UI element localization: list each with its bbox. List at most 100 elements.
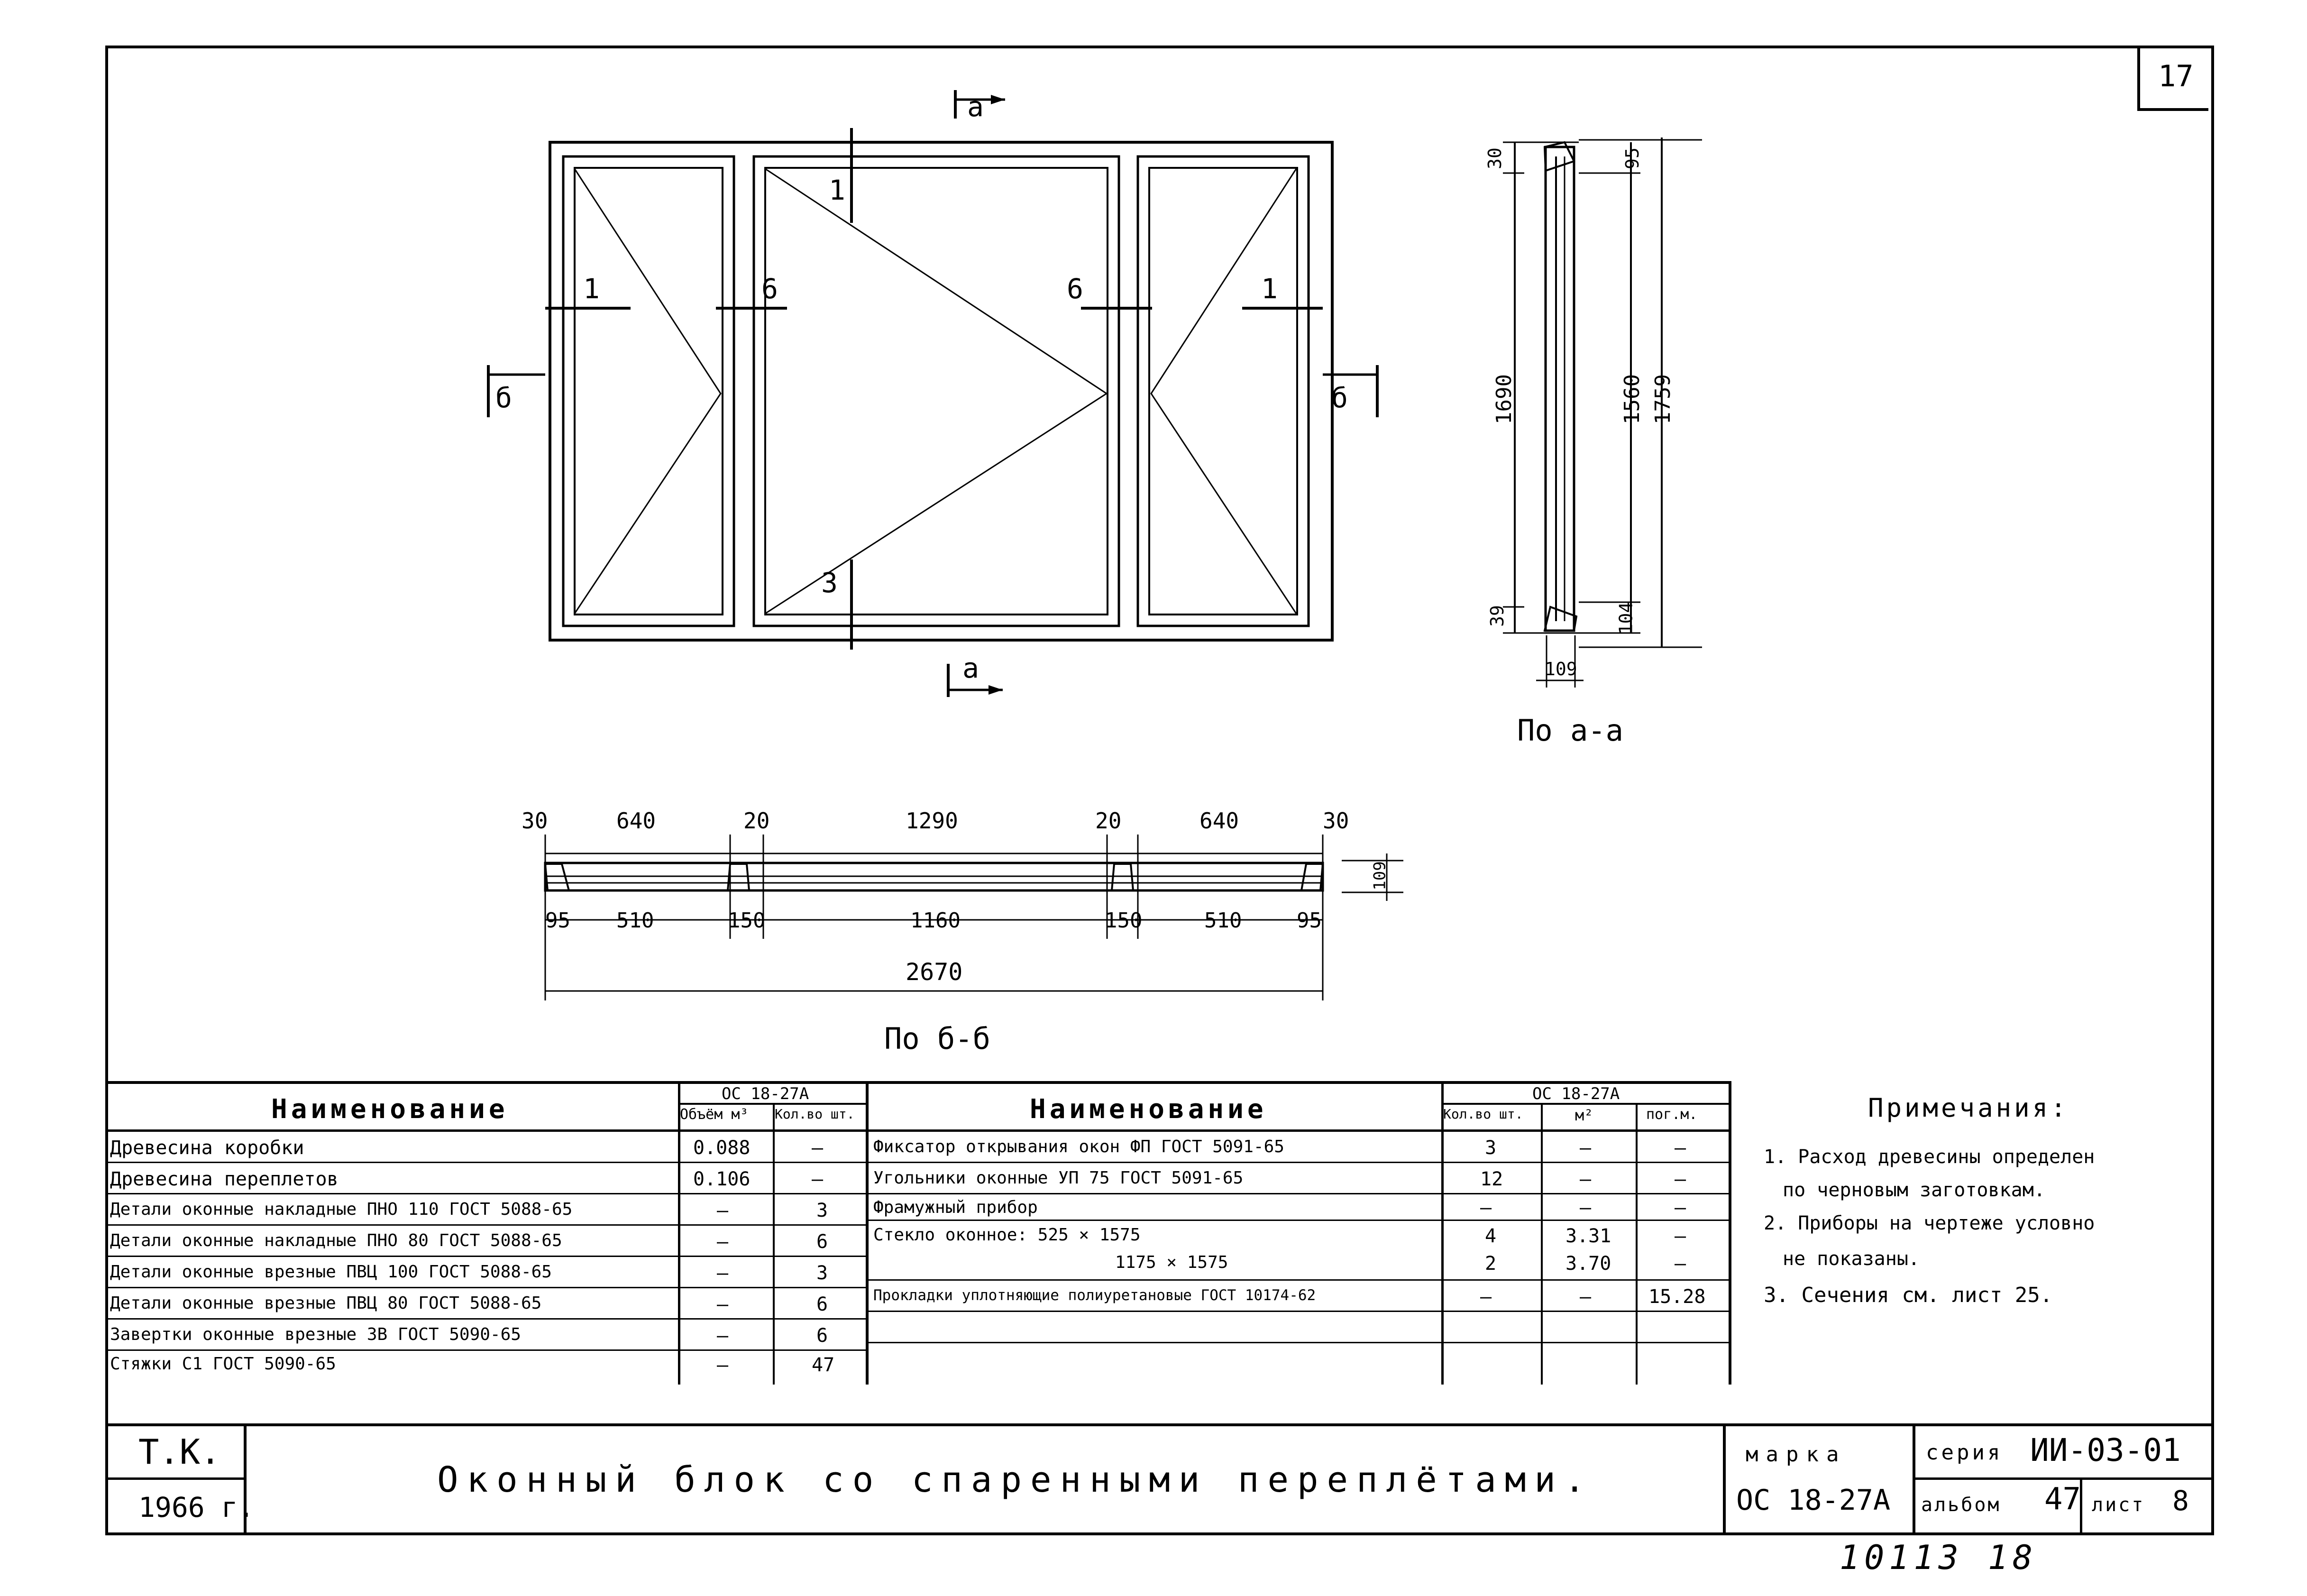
cut-mark-6-right: 6 — [1067, 273, 1083, 305]
table-row: Завертки оконные врезные 3В ГОСТ 5090-65… — [105, 1320, 866, 1351]
left-table-header-group: ОС 18-27А — [722, 1084, 809, 1103]
table-row: Прокладки уплотняющие полиуретановые ГОС… — [869, 1281, 1729, 1312]
note-line-4: не показаны. — [1783, 1248, 1920, 1270]
right-table-header-name: Наименование — [1030, 1094, 1267, 1125]
table-row: Древесина коробки 0.088 — — [105, 1132, 866, 1163]
dim-plan-bottom-1: 510 — [616, 908, 654, 933]
right-sash-outer — [1136, 155, 1310, 627]
dim-plan-top-1: 640 — [616, 808, 656, 834]
table-row: Угольники оконные УП 75 ГОСТ 5091-65 12 … — [869, 1163, 1729, 1194]
cut-mark-1-left: 1 — [583, 273, 600, 305]
dim-plan-top-0: 30 — [522, 808, 548, 834]
dim-plan-bottom-5: 510 — [1204, 908, 1242, 933]
dim-side-height-2: 1560 — [1620, 374, 1644, 424]
dim-plan-bottom-0: 95 — [545, 908, 570, 933]
section-b-label-left: б — [495, 382, 512, 414]
cut-mark-3: 3 — [821, 567, 838, 599]
right-table-header-group: ОС 18-27А — [1532, 1084, 1620, 1103]
right-table-header-col3: пог.м. — [1646, 1106, 1698, 1123]
dim-plan-top-5: 640 — [1199, 808, 1239, 834]
list-value: 8 — [2172, 1485, 2189, 1517]
dim-side-bot-b: 104 — [1615, 602, 1637, 635]
left-table-header-col1: Объём м³ — [680, 1106, 749, 1123]
right-table-body: Фиксатор открывания окон ФП ГОСТ 5091-65… — [869, 1132, 1729, 1373]
note-line-2: по черновым заготовкам. — [1783, 1179, 2045, 1201]
table-row: Детали оконные врезные ПВЦ 80 ГОСТ 5088-… — [105, 1288, 866, 1320]
left-sash-outer — [562, 155, 735, 627]
middle-sash-opening-lines — [765, 168, 1108, 615]
year-label: 1966 г. — [138, 1491, 255, 1523]
right-sash-opening-lines — [1150, 168, 1297, 614]
right-table-header-col2: м² — [1575, 1106, 1593, 1124]
org-label: Т.К. — [138, 1432, 221, 1472]
cut-mark-6-left: 6 — [761, 273, 778, 305]
table-row — [869, 1343, 1729, 1373]
table-row: Стяжки С1 ГОСТ 5090-65 — 47 — [110, 1354, 835, 1376]
middle-sash-outer — [752, 155, 1120, 627]
table-row — [869, 1312, 1729, 1343]
drawing-area — [487, 90, 1702, 1000]
right-sash-inner — [1148, 167, 1298, 615]
bottom-note: 10113 18 — [1840, 1538, 2038, 1577]
album-label: альбом — [1921, 1494, 2001, 1516]
dim-plan-top-2: 20 — [743, 808, 770, 834]
dim-plan-top-3: 1290 — [906, 808, 958, 834]
dim-plan-total: 2670 — [906, 958, 963, 986]
left-table-header-name: Наименование — [271, 1094, 509, 1125]
view-aa-label: По а-а — [1517, 713, 1623, 748]
notes-title: Примечания: — [1868, 1093, 2069, 1123]
dim-plan-bottom-2: 150 — [728, 908, 766, 933]
note-line-1: 1. Расход древесины определен — [1764, 1146, 2095, 1168]
dim-plan-top-4: 20 — [1095, 808, 1122, 834]
list-label: лист — [2092, 1494, 2145, 1516]
sheet-frame — [105, 46, 2214, 1535]
seria-label: серия — [1926, 1440, 2003, 1465]
table-row: Стекло оконное: 525 × 1575 4 3.31 — — [873, 1225, 1686, 1247]
view-bb-label: По б-б — [884, 1021, 990, 1056]
table-row: Древесина переплетов 0.106 — — [105, 1163, 866, 1194]
seria-value: ИИ-03-01 — [2030, 1432, 2181, 1468]
table-row: Детали оконные врезные ПВЦ 100 ГОСТ 5088… — [105, 1257, 866, 1288]
table-row: Фиксатор открывания окон ФП ГОСТ 5091-65… — [869, 1132, 1729, 1163]
drawing-title: Оконный блок со спаренными переплётами. — [437, 1459, 1594, 1500]
window-outer-frame — [549, 141, 1334, 642]
album-value: 47 — [2044, 1482, 2081, 1517]
middle-sash-inner — [764, 167, 1108, 615]
note-line-3: 2. Приборы на чертеже условно — [1764, 1212, 2095, 1234]
page-number: 17 — [2158, 59, 2194, 93]
left-sash-inner — [574, 167, 723, 615]
spec-table-right: Наименование ОС 18-27А Кол.во шт. м² пог… — [869, 1081, 1731, 1385]
marka-value: ОС 18-27А — [1736, 1484, 1891, 1517]
dim-side-height-1: 1690 — [1492, 374, 1516, 424]
dim-plan-bottom-6: 95 — [1297, 908, 1322, 933]
dim-side-height-3: 1759 — [1650, 374, 1675, 424]
section-a-label-bottom: а — [962, 652, 979, 684]
dim-plan-bottom-4: 150 — [1105, 908, 1143, 933]
section-a-label-top: а — [967, 91, 984, 123]
dim-side-depth: 109 — [1545, 659, 1577, 679]
section-b-label-right: б — [1331, 382, 1348, 414]
dim-side-top-b: 95 — [1621, 147, 1643, 169]
cut-mark-1-top: 1 — [829, 174, 845, 206]
right-table-header-col1: Кол.во шт. — [1443, 1106, 1523, 1122]
side-section-profile — [1544, 146, 1575, 632]
table-row: 1175 × 1575 2 3.70 — — [869, 1249, 1729, 1281]
table-row: Детали оконные накладные ПНО 80 ГОСТ 508… — [105, 1226, 866, 1257]
notes-block: Примечания: 1. Расход древесины определе… — [1754, 1086, 2205, 1380]
note-line-5: 3. Сечения см. лист 25. — [1764, 1283, 2053, 1307]
marka-label: марка — [1746, 1442, 1847, 1467]
dim-plan-depth: 109 — [1370, 861, 1390, 890]
left-table-body: Древесина коробки 0.088 — Древесина пере… — [105, 1132, 866, 1378]
left-table-header-col2: Кол.во шт. — [775, 1106, 855, 1122]
left-sash-opening-lines — [574, 168, 722, 614]
dim-plan-bottom-3: 1160 — [910, 908, 961, 933]
table-row: Фрамужный прибор — — — — [869, 1194, 1729, 1221]
dim-side-bot-a: 39 — [1486, 605, 1508, 627]
table-row: Детали оконные накладные ПНО 110 ГОСТ 50… — [105, 1194, 866, 1226]
dim-side-top-a: 30 — [1484, 147, 1505, 169]
dim-plan-top-6: 30 — [1323, 808, 1349, 834]
title-block: Т.К. 1966 г. Оконный блок со спаренными … — [105, 1423, 2211, 1532]
cut-mark-1-right: 1 — [1261, 273, 1278, 305]
page-number-box: 17 — [2137, 46, 2208, 111]
spec-table-left: Наименование ОС 18-27А Объём м³ Кол.во ш… — [105, 1081, 869, 1385]
